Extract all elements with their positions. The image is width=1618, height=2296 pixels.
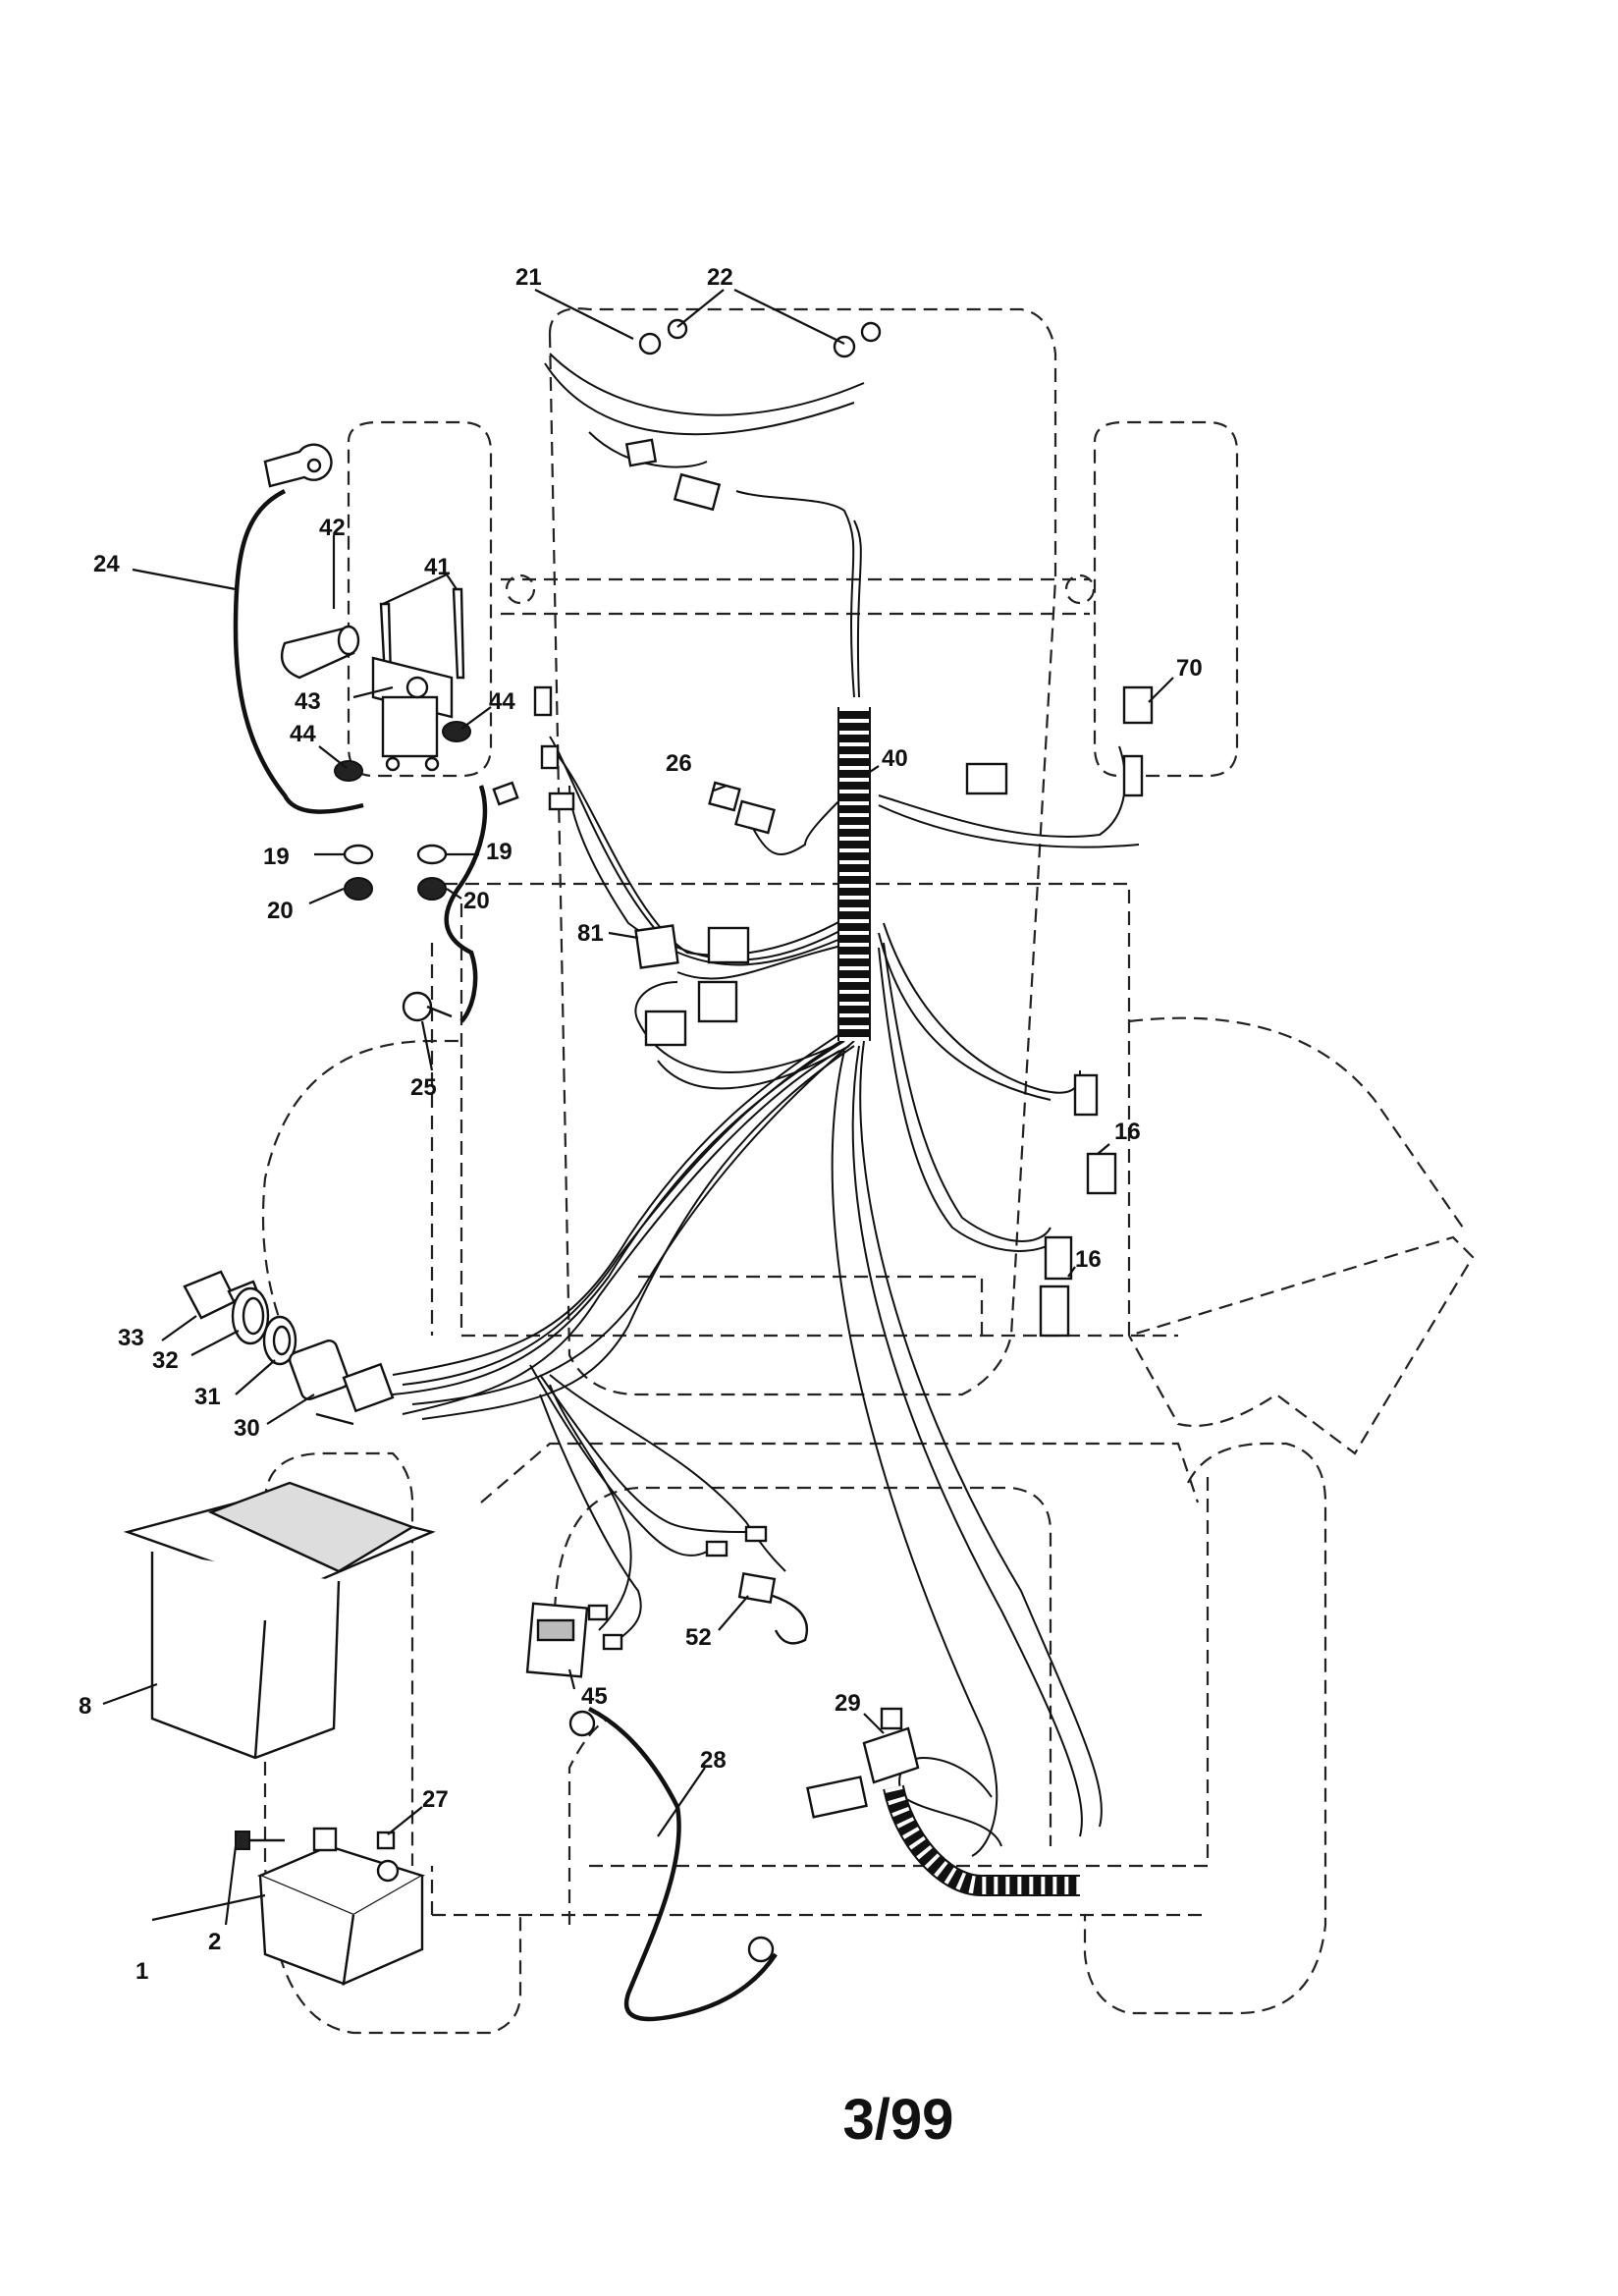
callout-21: 21 xyxy=(515,264,542,291)
callout-25: 25 xyxy=(410,1074,437,1101)
callout-29: 29 xyxy=(835,1690,861,1717)
callout-44-left: 44 xyxy=(290,721,316,747)
ignition-switch-30 xyxy=(289,1339,395,1426)
callout-42: 42 xyxy=(319,515,346,541)
callout-2: 2 xyxy=(208,1929,221,1955)
callout-8: 8 xyxy=(79,1693,91,1720)
pto-switch-29 xyxy=(806,1707,920,1819)
solenoid-43 xyxy=(371,656,454,772)
switch-connectors-left xyxy=(492,685,575,811)
relay-81 xyxy=(634,924,750,1047)
fuse-26 xyxy=(708,781,776,835)
connector-52 xyxy=(737,1572,809,1645)
callout-43: 43 xyxy=(295,688,321,715)
page-date-code: 3/99 xyxy=(842,2088,954,2152)
hex-nuts-20 xyxy=(344,877,447,901)
callout-16-lower: 16 xyxy=(1075,1246,1102,1273)
harness-coil-rear xyxy=(883,1784,1080,1896)
battery-cable-28 xyxy=(568,1710,775,1963)
callout-70: 70 xyxy=(1176,655,1203,682)
cable-terminal-24 xyxy=(263,443,333,488)
interlock-switch-16 xyxy=(1039,1235,1073,1338)
switch-nut-31 xyxy=(262,1315,297,1366)
callout-27: 27 xyxy=(422,1786,449,1813)
callout-45: 45 xyxy=(581,1683,608,1710)
lock-washers-19 xyxy=(343,844,448,865)
battery-terminal-27 xyxy=(312,1827,396,1852)
connector-70 xyxy=(965,685,1154,797)
callout-16-upper: 16 xyxy=(1114,1119,1141,1145)
light-harness-21 xyxy=(638,332,662,355)
callout-40: 40 xyxy=(882,745,908,772)
callout-19-right: 19 xyxy=(486,839,512,865)
callout-30: 30 xyxy=(234,1415,260,1442)
callout-41: 41 xyxy=(424,554,451,580)
callout-20-right: 20 xyxy=(463,888,490,914)
battery-box-8 xyxy=(123,1481,436,1760)
ground-cable-end-25 xyxy=(402,991,453,1022)
callout-22: 22 xyxy=(707,264,733,291)
hour-meter-45 xyxy=(525,1602,589,1678)
seat-switch-16 xyxy=(1073,1073,1117,1195)
callout-81: 81 xyxy=(577,920,604,947)
callout-1: 1 xyxy=(135,1958,148,1985)
callout-labels: 21 22 24 42 41 43 44 44 19 19 20 20 25 2… xyxy=(79,264,1203,1985)
callout-19-left: 19 xyxy=(263,844,290,870)
callout-20-left: 20 xyxy=(267,898,294,924)
callout-44-right: 44 xyxy=(489,688,515,715)
light-bulbs-22 xyxy=(667,318,882,358)
wire-connectors-misc xyxy=(587,1525,768,1651)
battery-bolt-2 xyxy=(235,1831,285,1850)
battery-1 xyxy=(256,1844,425,1986)
callout-28: 28 xyxy=(700,1747,727,1774)
callout-24: 24 xyxy=(93,551,120,577)
callout-26: 26 xyxy=(666,750,692,777)
callout-31: 31 xyxy=(194,1384,221,1410)
key-bezel-32 xyxy=(231,1286,270,1345)
callout-52: 52 xyxy=(685,1624,712,1651)
solenoid-boot-42 xyxy=(280,625,360,680)
wire-harness xyxy=(233,353,1140,2022)
callout-33: 33 xyxy=(118,1325,144,1351)
leader-lines xyxy=(102,289,1174,1926)
headlight-connectors xyxy=(624,438,722,512)
callout-32: 32 xyxy=(152,1347,179,1374)
